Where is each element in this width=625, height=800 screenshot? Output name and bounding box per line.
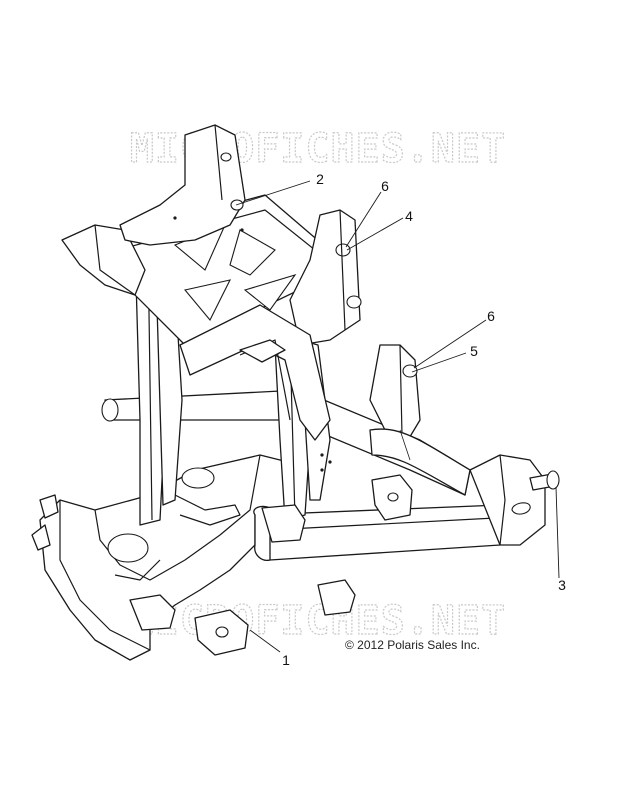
lower-front-brackets <box>129 579 356 656</box>
right-rear-bracket <box>369 344 421 446</box>
right-mounting-plate <box>289 209 362 346</box>
side-tube <box>369 428 471 496</box>
callout-5: 5 <box>470 343 478 359</box>
callout-1: 1 <box>282 652 290 668</box>
center-tab-bracket <box>261 474 413 543</box>
callouts: 1 2 3 4 5 6 6 <box>282 171 566 668</box>
callout-3: 3 <box>558 577 566 593</box>
callout-2: 2 <box>316 171 324 187</box>
watermark-bottom: MICROFICHES.NET <box>130 598 506 644</box>
frame-assembly <box>31 124 560 661</box>
lower-skid-plate <box>31 454 301 661</box>
diagonal-brace-tubes <box>179 304 331 441</box>
front-pin <box>529 470 560 491</box>
left-shoulder-brace <box>61 224 146 296</box>
leader-lines <box>235 180 560 653</box>
callout-6-lower: 6 <box>487 308 495 324</box>
right-front-bracket <box>469 454 546 546</box>
callout-4: 4 <box>405 208 413 224</box>
callout-6-upper: 6 <box>381 178 389 194</box>
copyright-notice: © 2012 Polaris Sales Inc. <box>345 638 480 652</box>
